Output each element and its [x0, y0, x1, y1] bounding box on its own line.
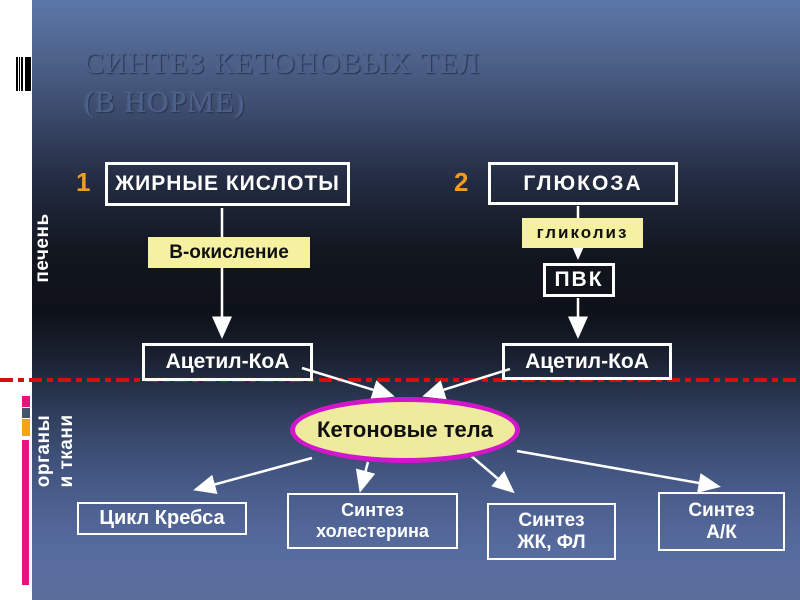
left-accent-bar: [22, 440, 29, 585]
ak-synthesis-box: Синтез А/К: [658, 492, 785, 551]
arrow-acetyl-right-to-ketone: [422, 367, 511, 400]
cholesterol-synthesis-box: Синтез холестерина: [287, 493, 458, 549]
arrow-ketone-to-ak: [516, 449, 721, 493]
ak-synthesis-line2: А/К: [706, 521, 737, 543]
krebs-cycle-box: Цикл Кребса: [77, 502, 247, 535]
arrow-ketone-to-fapl: [468, 453, 515, 494]
pvk-box: ПВК: [543, 263, 615, 297]
step-number-2: 2: [454, 167, 469, 197]
acetyl-coa-left-box: Ацетил-КоА: [142, 343, 313, 381]
page-title: СИНТЕЗ КЕТОНОВЫХ ТЕЛ (В НОРМЕ): [84, 44, 514, 122]
arrow-ketone-to-cholesterol: [355, 461, 376, 493]
region-label-liver: печень: [32, 213, 53, 283]
fa-pl-synthesis-box: Синтез ЖК, ФЛ: [487, 503, 616, 560]
ketone-bodies-ellipse: Кетоновые тела: [290, 397, 520, 463]
ak-synthesis-line1: Синтез: [688, 499, 755, 521]
arrow-ketone-to-krebs: [193, 456, 313, 495]
decor-square-orange: [22, 419, 30, 436]
slide-background: [32, 0, 800, 600]
glycolysis-box: гликолиз: [522, 218, 643, 248]
cholesterol-synthesis-line2: холестерина: [316, 521, 429, 541]
decor-square-pink: [22, 396, 30, 407]
decor-square-gray: [22, 408, 30, 418]
fa-pl-synthesis-line2: ЖК, ФЛ: [517, 531, 586, 553]
glucose-box: ГЛЮКОЗА: [488, 162, 678, 205]
fatty-acids-box: ЖИРНЫЕ КИСЛОТЫ: [105, 162, 350, 206]
acetyl-coa-right-box: Ацетил-КоА: [502, 343, 672, 380]
fa-pl-synthesis-line1: Синтез: [518, 509, 585, 531]
beta-oxidation-box: В-окисление: [148, 237, 310, 268]
region-label-tissues: и ткани: [56, 414, 77, 488]
page-title-line1: СИНТЕЗ КЕТОНОВЫХ ТЕЛ: [84, 47, 481, 80]
cholesterol-synthesis-line1: Синтез: [341, 500, 404, 520]
page-title-line2: (В НОРМЕ): [84, 86, 246, 119]
barcode-icon: [16, 57, 31, 91]
region-label-organs: органы: [33, 414, 54, 488]
arrow-acetyl-left-to-ketone: [301, 366, 395, 400]
step-number-1: 1: [76, 167, 91, 197]
liver-tissue-divider-line: [0, 378, 800, 382]
